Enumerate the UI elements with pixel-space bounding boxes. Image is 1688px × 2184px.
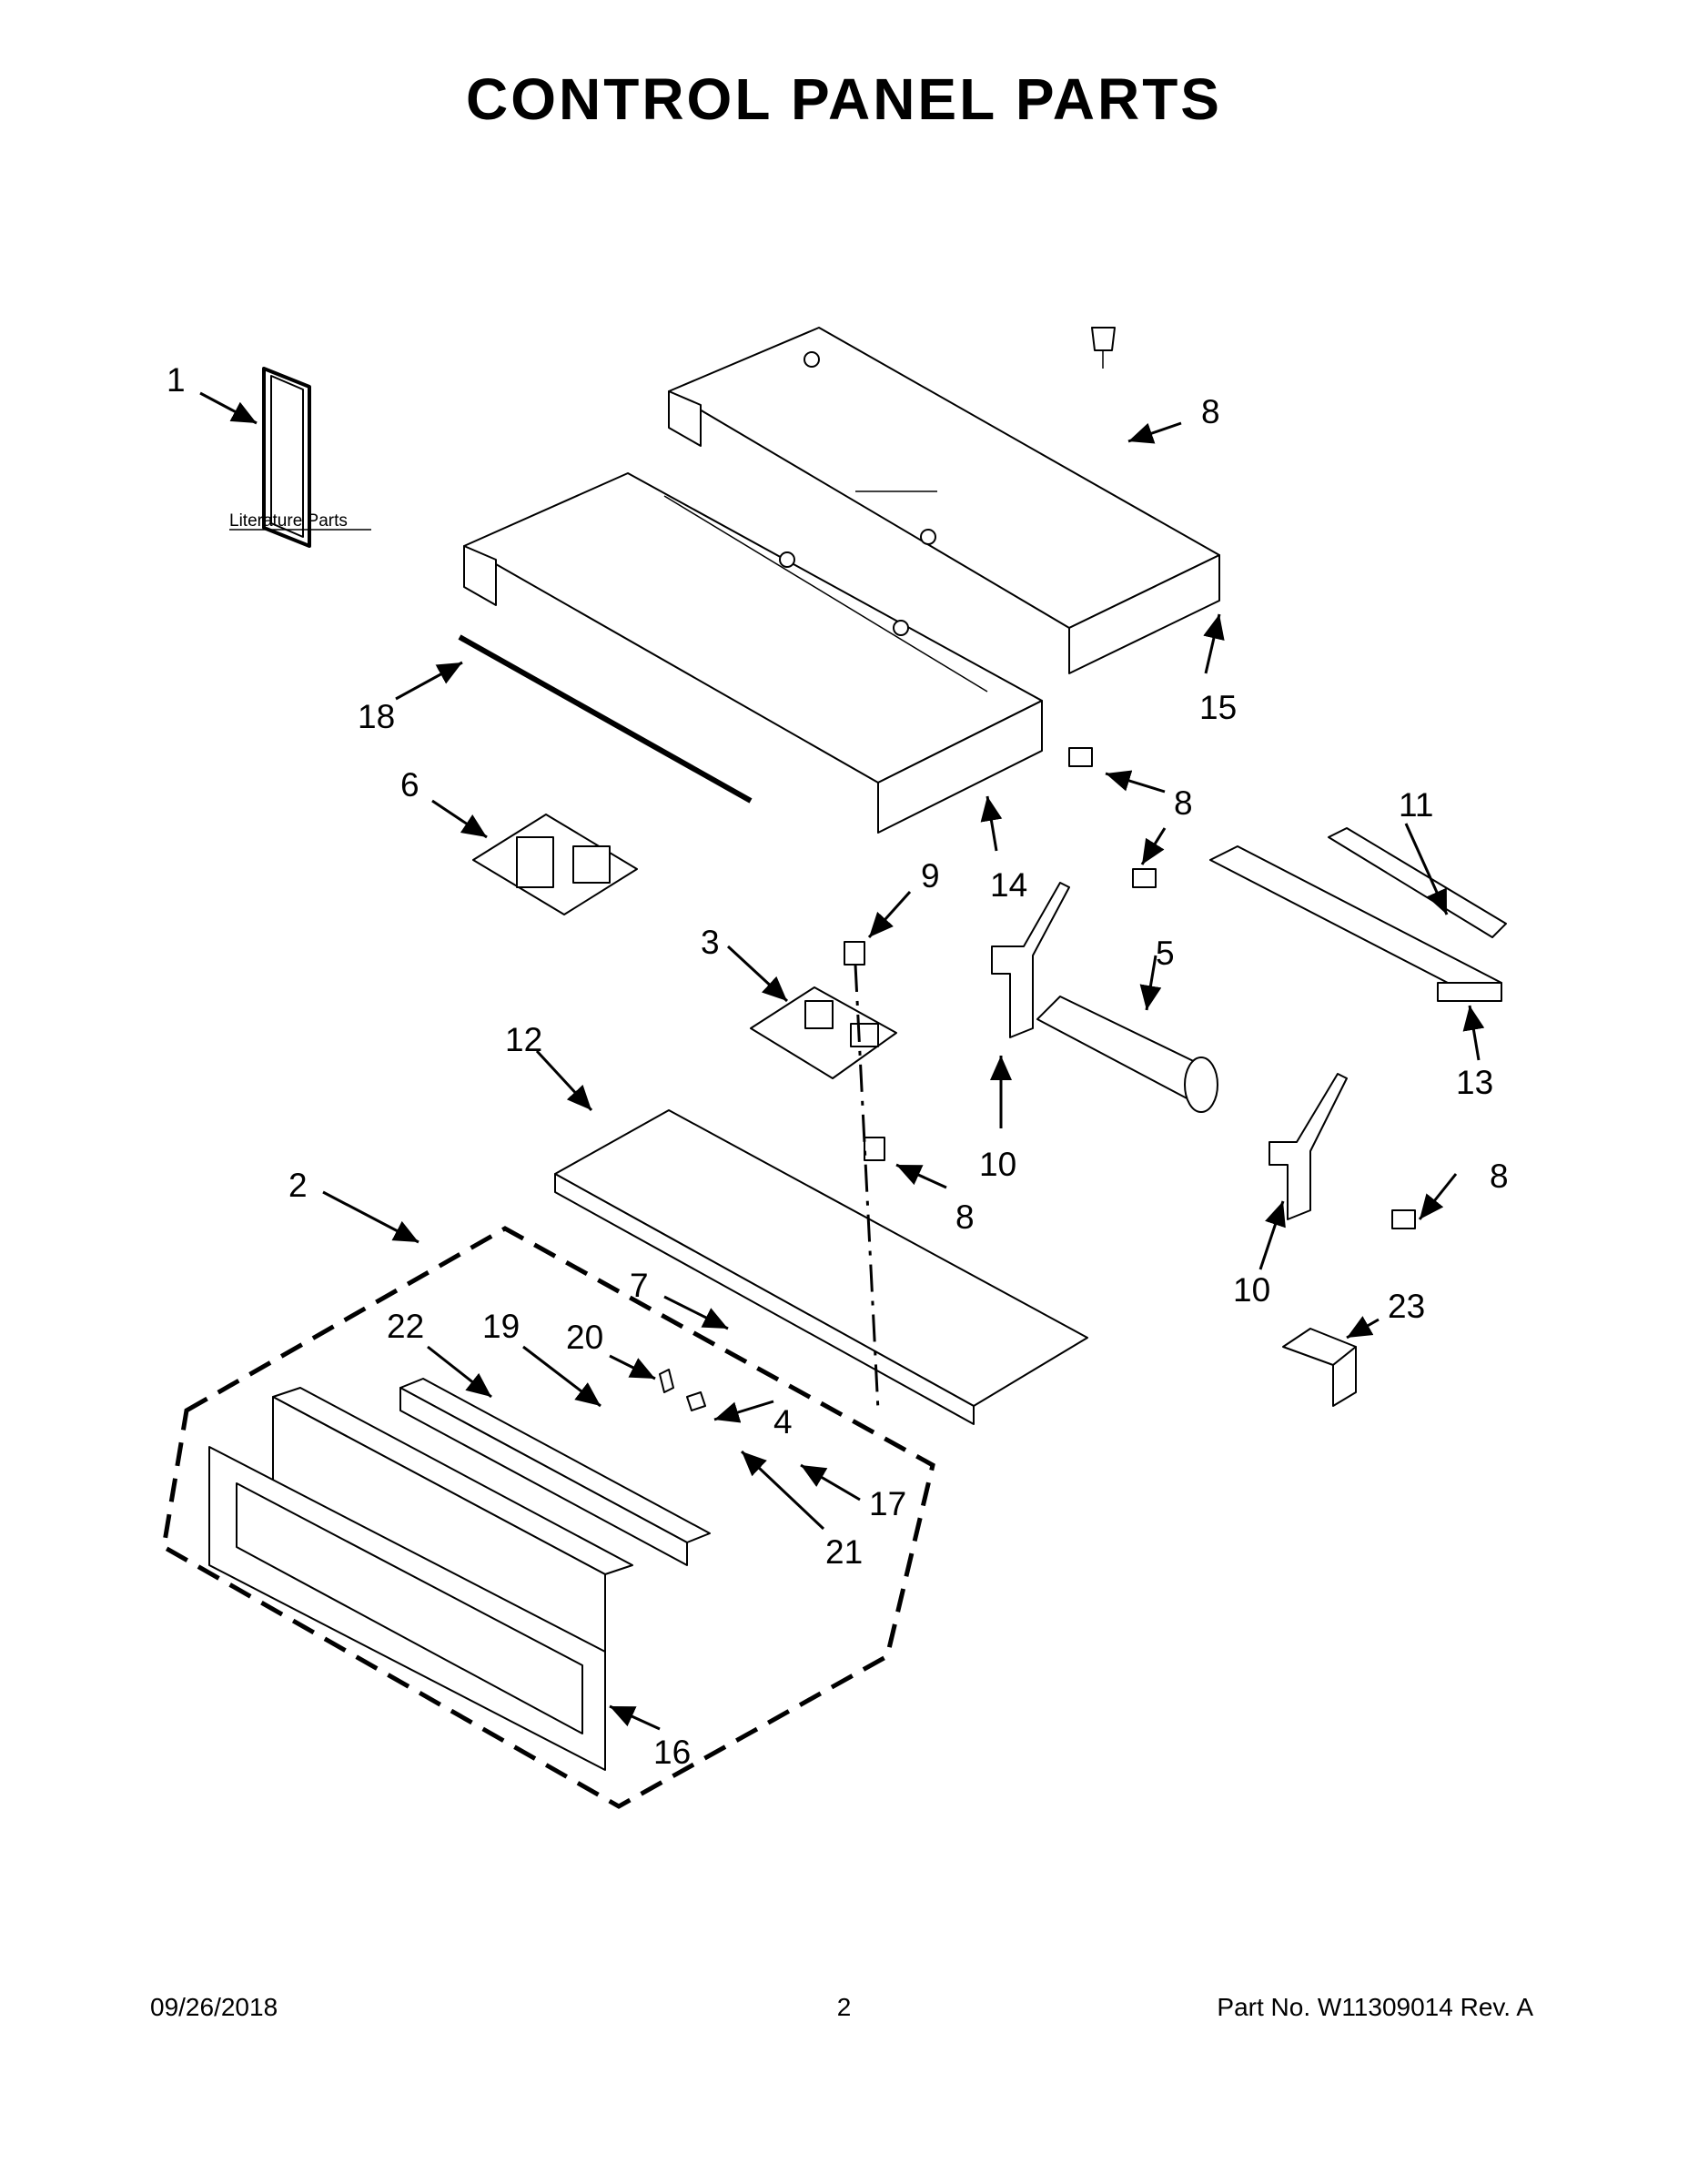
part-19-connector (659, 1369, 674, 1393)
leader-arrows (199, 391, 1485, 1731)
screw-icon (844, 941, 865, 966)
callout-15: 15 (1199, 689, 1237, 726)
part-13-rail (1209, 845, 1502, 1002)
callout-9: 9 (921, 857, 940, 895)
callout-10: 10 (979, 1146, 1016, 1183)
callout-13: 13 (1456, 1064, 1493, 1101)
screw-icon (1132, 868, 1157, 888)
screw-icon (1391, 1209, 1416, 1229)
callout-20: 21 (825, 1533, 863, 1571)
callout-8: 8 (955, 1198, 975, 1236)
callout-7: 7 (630, 1267, 649, 1304)
part-10-bracket-left (991, 882, 1070, 1038)
callout-16: 16 (653, 1734, 691, 1771)
screw-icon (864, 1137, 885, 1161)
part-14-main-cover (463, 472, 1043, 834)
callout-3: 3 (701, 924, 720, 961)
part-4-screw (686, 1391, 706, 1411)
callout-19: 20 (566, 1319, 603, 1356)
part-5-blower (1036, 996, 1218, 1113)
footer-date: 09/26/2018 (150, 1993, 278, 2021)
part-2-assembly-outline (161, 1226, 935, 1809)
literature-parts-booklet: Literature Parts (229, 367, 371, 548)
screw-icon (1068, 747, 1093, 767)
page-title: CONTROL PANEL PARTS (466, 66, 1222, 132)
callout-12: 12 (505, 1021, 542, 1058)
part-3-control-board (750, 986, 897, 1079)
literature-parts-label: Literature Parts (229, 511, 348, 531)
footer-page-number: 2 (836, 1993, 852, 2021)
callout-23: 23 (1388, 1288, 1425, 1325)
part-6-power-board (472, 814, 638, 915)
callout-5: 5 (1156, 935, 1175, 972)
part-18-user-interface-board (399, 1378, 711, 1566)
part-10-bracket-right (1269, 1073, 1348, 1220)
callout-8: 8 (1201, 393, 1220, 430)
callout-2: 2 (288, 1167, 308, 1204)
callout-10: 10 (1233, 1271, 1270, 1309)
callout-6: 6 (400, 766, 419, 804)
callout-4: 4 (773, 1403, 793, 1441)
callout-22: 18 (358, 698, 395, 735)
callout-8: 8 (1174, 784, 1193, 822)
callout-14: 14 (990, 866, 1027, 904)
screw-icon (1091, 327, 1116, 369)
callout-11: 11 (1399, 786, 1433, 824)
part-22-trim-strip (458, 634, 753, 804)
part-15-upper-cover (668, 327, 1220, 674)
callout-labels: 1 8 15 18 8 6 14 11 9 5 3 13 12 10 8 8 2… (167, 361, 1509, 1771)
callout-8: 8 (1490, 1158, 1509, 1195)
part-12-mounting-plate (554, 1109, 1088, 1425)
callout-1: 1 (167, 361, 186, 399)
part-23-clip (1282, 1328, 1357, 1407)
part-16-overlay-panels (208, 1387, 633, 1771)
footer-part-number: Part No. W11309014 Rev. A (1217, 1993, 1533, 2021)
callout-17: 17 (869, 1485, 906, 1522)
callout-21: 22 (387, 1308, 424, 1345)
callout-18: 19 (482, 1308, 520, 1345)
